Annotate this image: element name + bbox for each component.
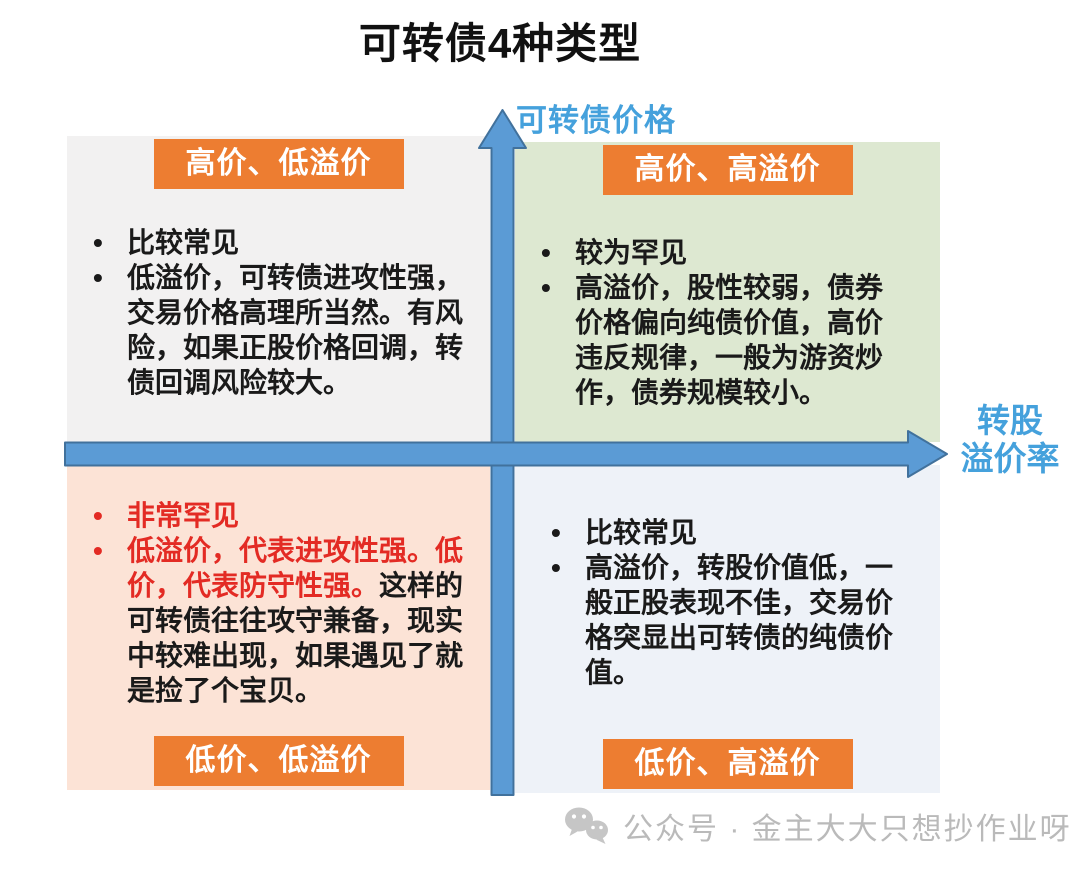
bullet-item: • 低溢价，代表进攻性强。低价，代表防守性强。这样的可转债往往攻守兼备，现实中较… — [93, 533, 472, 708]
quadrant-bottom-left-bullets: • 非常罕见 • 低溢价，代表进攻性强。低价，代表防守性强。这样的可转债往往攻守… — [93, 498, 472, 708]
bullet-item: • 比较常见 — [551, 515, 900, 550]
quadrant-top-left-header: 高价、低溢价 — [153, 139, 404, 189]
bullet-text-black: 这样的可转债往往攻守兼备，现实中较难出现，如果遇见了就是捡了个宝贝。 — [127, 570, 464, 706]
wechat-icon — [565, 807, 608, 844]
bullet-item: • 较为罕见 — [541, 235, 908, 270]
x-axis-label-line1: 转股 — [977, 402, 1043, 439]
bullet-item: • 非常罕见 — [93, 498, 472, 533]
quadrant-top-left-bullets: • 比较常见 • 低溢价，可转债进攻性强，交易价格高理所当然。有风险，如果正股价… — [93, 225, 472, 400]
bullet-item: • 低溢价，可转债进攻性强，交易价格高理所当然。有风险，如果正股价格回调，转债回… — [93, 260, 472, 400]
quadrant-bottom-left: • 非常罕见 • 低溢价，代表进攻性强。低价，代表防守性强。这样的可转债往往攻守… — [67, 465, 490, 790]
bullet-text: 比较常见 — [585, 517, 698, 548]
quadrant-top-right-bullets: • 较为罕见 • 高溢价，股性较弱，债券价格偏向纯债价值，高价违反规律，一般为游… — [541, 235, 908, 410]
bullet-text: 低溢价，可转债进攻性强，交易价格高理所当然。有风险，如果正股价格回调，转债回调风… — [127, 262, 464, 398]
bullet-text: 比较常见 — [127, 227, 240, 258]
bullet-dot: • — [93, 227, 103, 258]
bullet-dot: • — [541, 272, 551, 303]
bullet-text-red: 低溢价，代表进攻性强。低价，代表防守性强。 — [127, 535, 464, 601]
quadrant-top-left: 高价、低溢价 • 比较常见 • 低溢价，可转债进攻性强，交易价格高理所当然。有风… — [67, 136, 490, 442]
page-title: 可转债4种类型 — [358, 20, 642, 67]
bullet-text: 较为罕见 — [575, 237, 688, 268]
bullet-item: • 比较常见 — [93, 225, 472, 260]
watermark: 公众号 · 金主大大只想抄作业呀 — [563, 804, 1072, 848]
quadrant-top-right: 高价、高溢价 • 较为罕见 • 高溢价，股性较弱，债券价格偏向纯债价值，高价违反… — [515, 142, 940, 442]
bullet-dot: • — [93, 262, 103, 293]
bullet-dot: • — [541, 237, 551, 268]
quadrant-top-right-header: 高价、高溢价 — [602, 145, 853, 195]
bullet-dot: • — [93, 500, 103, 531]
x-axis-label: 转股 溢价率 — [946, 402, 1074, 478]
bullet-text: 高溢价，股性较弱，债券价格偏向纯债价值，高价违反规律，一般为游资炒作，债券规模较… — [575, 272, 884, 408]
quadrant-bottom-left-header: 低价、低溢价 — [153, 736, 404, 786]
quadrant-bottom-right-header: 低价、高溢价 — [602, 739, 853, 789]
bullet-dot: • — [551, 552, 561, 583]
y-axis-label: 可转债价格 — [516, 103, 676, 138]
bullet-dot: • — [551, 517, 561, 548]
bullet-text: 非常罕见 — [127, 500, 240, 531]
bullet-dot: • — [93, 535, 103, 566]
x-axis-label-line2: 溢价率 — [960, 440, 1060, 477]
bullet-item: • 高溢价，股性较弱，债券价格偏向纯债价值，高价违反规律，一般为游资炒作，债券规… — [541, 270, 908, 410]
bullet-text: 低溢价，代表进攻性强。低价，代表防守性强。这样的可转债往往攻守兼备，现实中较难出… — [127, 533, 472, 708]
watermark-text: 公众号 · 金主大大只想抄作业呀 — [623, 813, 1072, 846]
bullet-item: • 高溢价，转股价值低，一般正股表现不佳，交易价格突显出可转债的纯债价值。 — [551, 550, 900, 690]
quadrant-bottom-right-bullets: • 比较常见 • 高溢价，转股价值低，一般正股表现不佳，交易价格突显出可转债的纯… — [551, 515, 900, 690]
quadrant-bottom-right: • 比较常见 • 高溢价，转股价值低，一般正股表现不佳，交易价格突显出可转债的纯… — [515, 465, 940, 793]
bullet-text: 高溢价，转股价值低，一般正股表现不佳，交易价格突显出可转债的纯债价值。 — [585, 552, 894, 688]
